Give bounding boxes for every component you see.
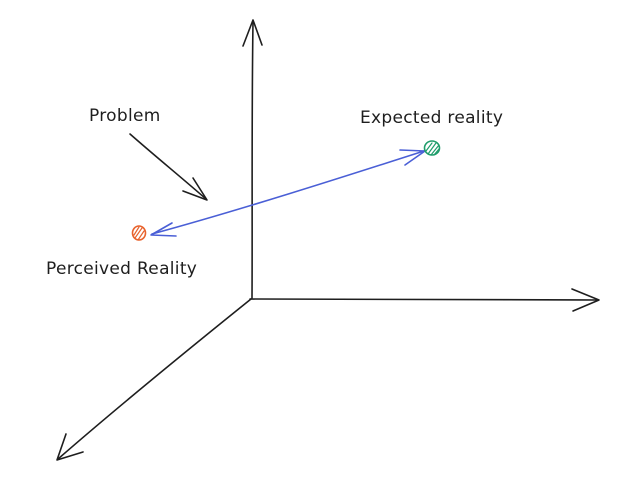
perceived-reality-label: Perceived Reality	[46, 259, 197, 279]
problem-label: Problem	[89, 106, 161, 126]
vertical-axis-arrowhead	[242, 19, 263, 47]
perceived-reality-dot	[131, 225, 147, 241]
gap-arrow-head-perceived	[150, 222, 177, 237]
horizontal-axis-arrowhead	[571, 288, 600, 312]
problem-pointer-arrowhead	[182, 177, 208, 201]
problem-pointer	[129, 133, 208, 201]
expected-reality-label: Expected reality	[360, 108, 503, 128]
horizontal-axis	[249, 298, 599, 301]
vertical-axis	[251, 21, 254, 299]
expected-reality-dot	[423, 140, 441, 156]
axes	[56, 19, 600, 461]
depth-axis	[57, 298, 252, 460]
reality-gap-arrow	[150, 149, 426, 237]
problem-pointer-line	[129, 133, 207, 200]
gap-arrow-line	[151, 150, 425, 235]
depth-axis-arrowhead	[56, 433, 84, 461]
